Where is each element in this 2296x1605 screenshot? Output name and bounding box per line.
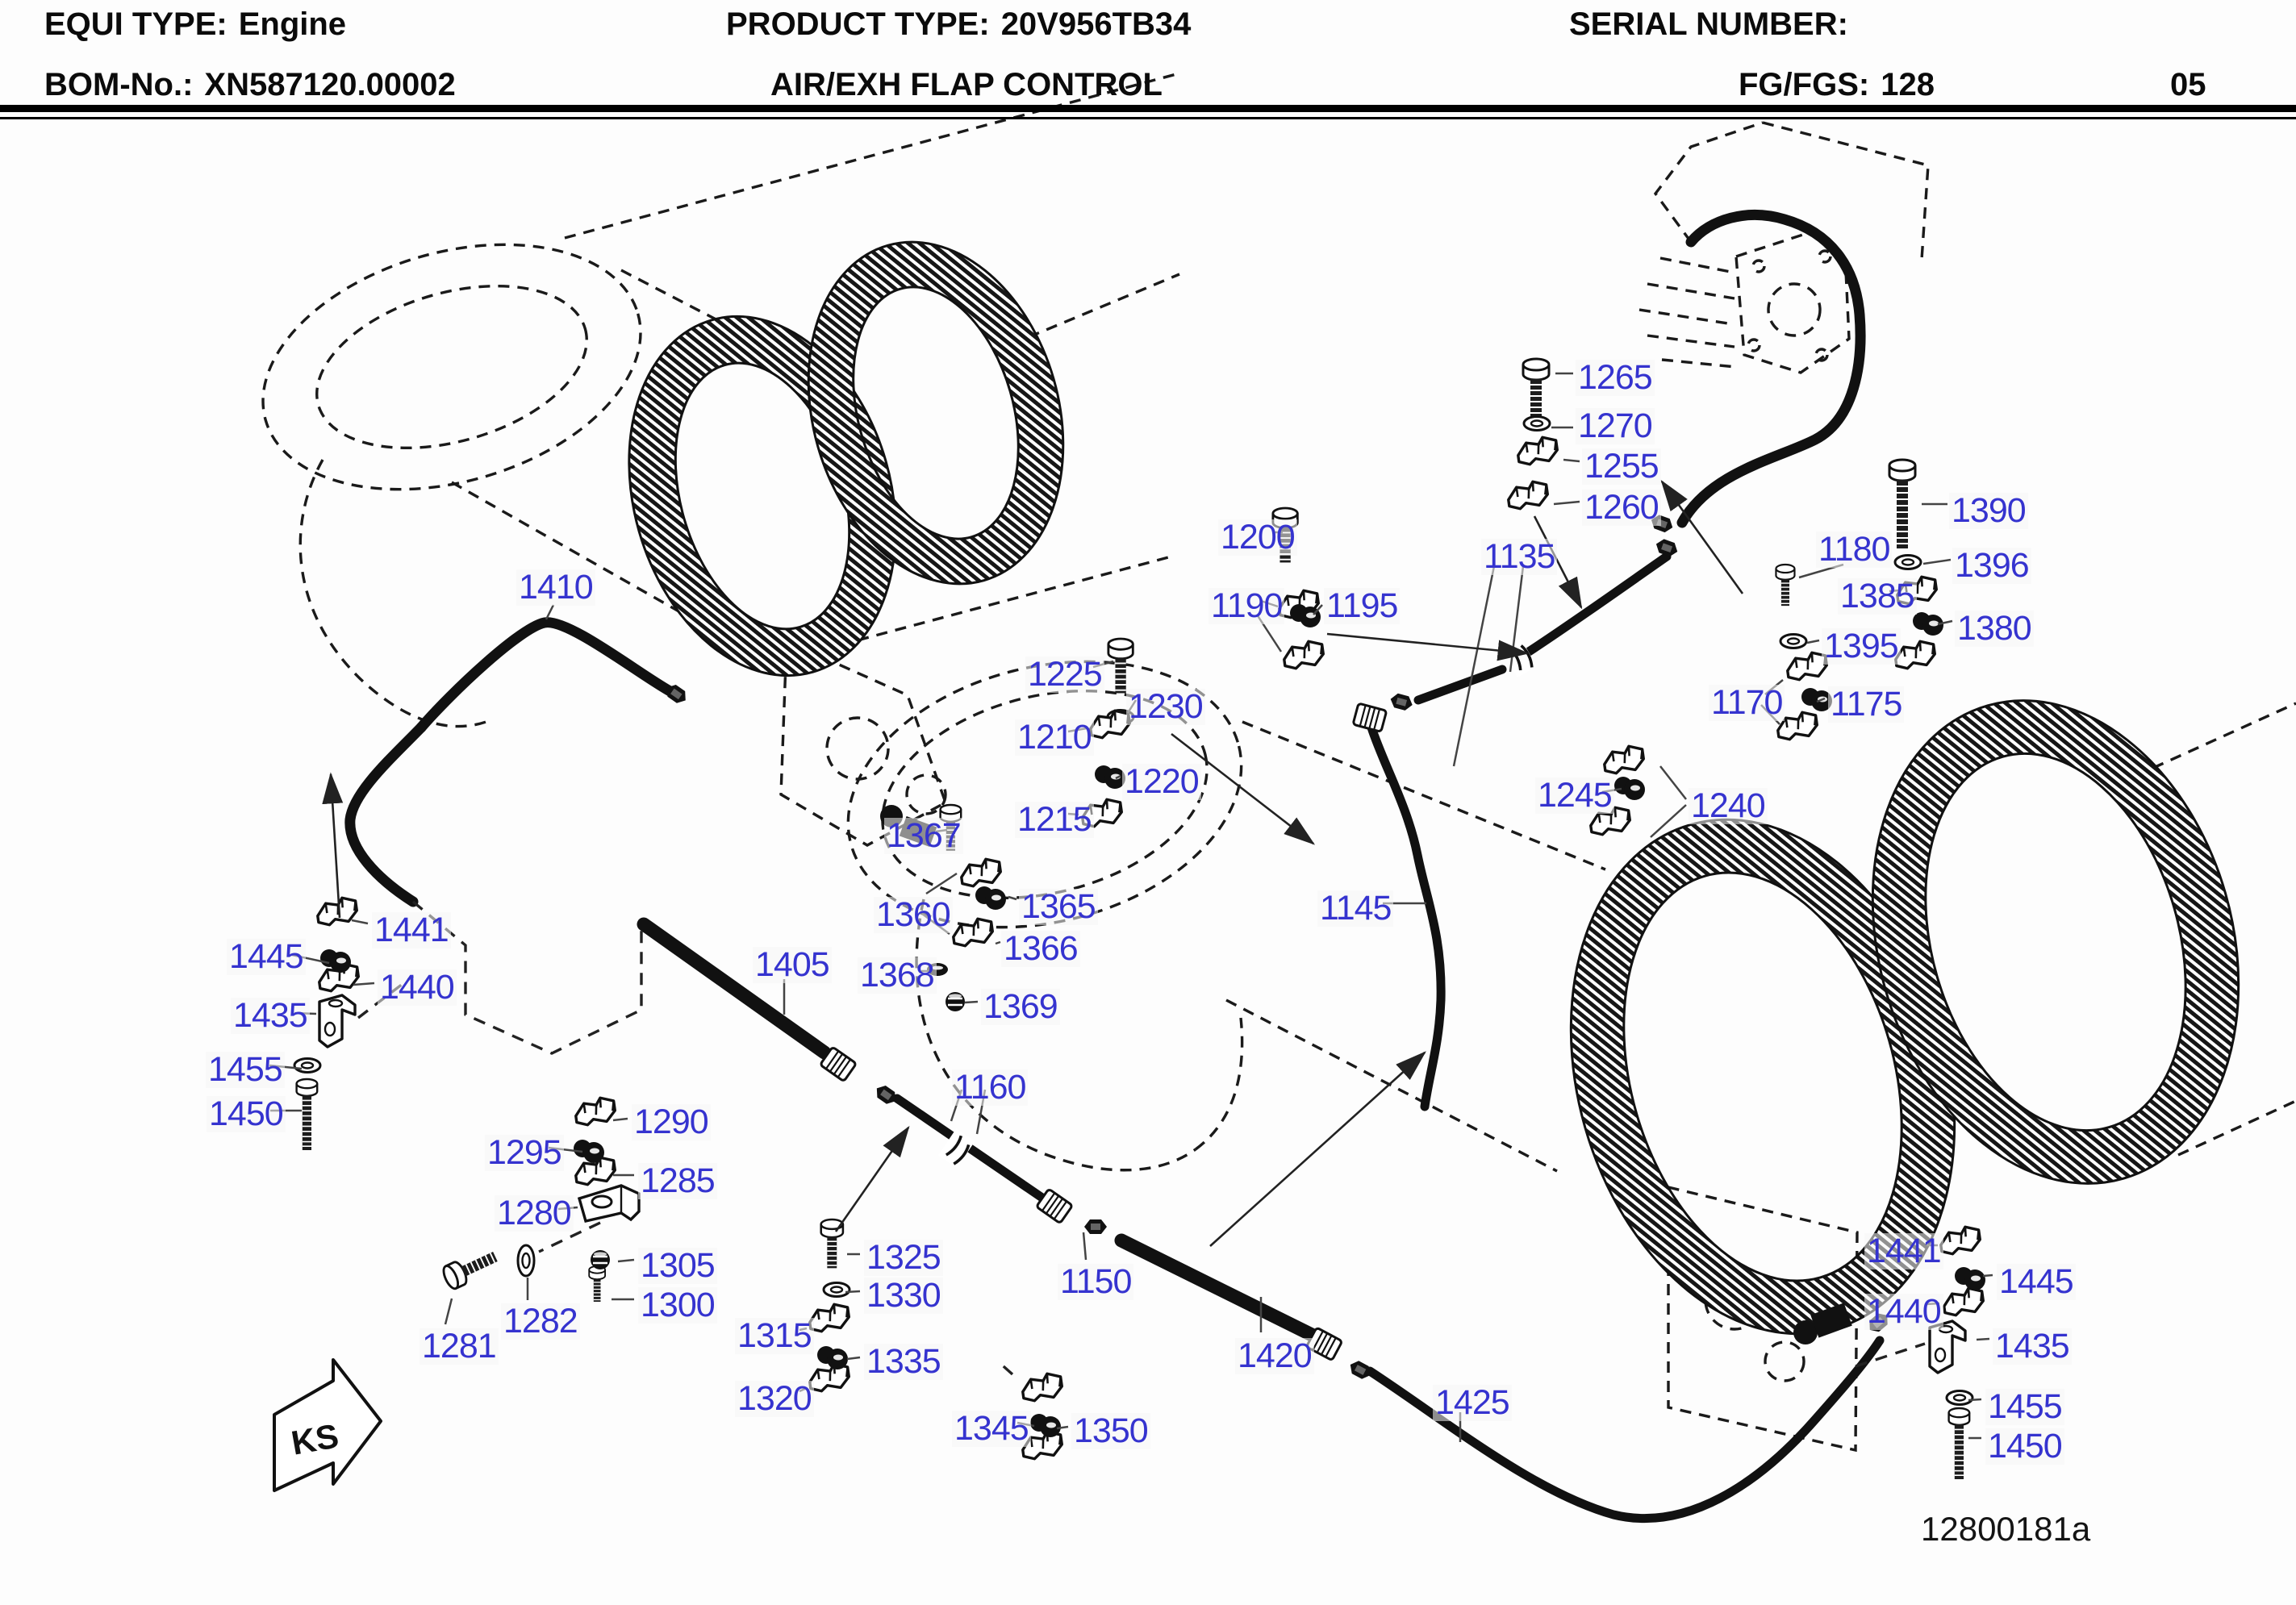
bolt-icon xyxy=(1775,563,1796,607)
bracket-icon xyxy=(318,994,357,1048)
pipe-flange-loop xyxy=(1676,210,1866,528)
bom-value: XN587120.00002 xyxy=(204,67,456,102)
product-type-label: PRODUCT TYPE: xyxy=(726,6,990,42)
ks-label: KS xyxy=(288,1416,341,1461)
bolt-icon xyxy=(588,1265,607,1303)
equi-type-field: EQUI TYPE: Engine xyxy=(44,6,346,43)
pipe-1160 xyxy=(892,1094,1055,1208)
bolt-icon xyxy=(939,803,962,853)
hose-1405 xyxy=(637,917,832,1060)
figure-number: 12800181a xyxy=(1921,1510,2091,1548)
grommet-icon xyxy=(320,949,351,973)
equi-type-value: Engine xyxy=(238,6,347,42)
clamp-icon xyxy=(572,1094,618,1128)
bolt-icon xyxy=(439,1244,502,1292)
serial-number-field: SERIAL NUMBER: xyxy=(1569,6,1860,43)
bolt-icon xyxy=(1522,357,1551,418)
fg-value: 128 xyxy=(1881,67,1935,102)
clamp-icon xyxy=(1280,638,1326,672)
grommet-icon xyxy=(975,886,1006,910)
sheet-number: 05 xyxy=(2170,67,2206,102)
clamp-icon xyxy=(1937,1224,1983,1257)
grommet-icon xyxy=(1030,1414,1061,1437)
washer-icon xyxy=(1945,1390,1974,1406)
ks-direction-marker: KS xyxy=(273,1358,382,1492)
header-rule-thin xyxy=(0,117,2296,119)
product-type-field: PRODUCT TYPE: 20V956TB34 xyxy=(726,6,1191,43)
nut-icon xyxy=(927,963,948,976)
grommet-icon xyxy=(1801,688,1832,711)
clamp-icon xyxy=(1019,1370,1065,1404)
serial-number-label: SERIAL NUMBER: xyxy=(1569,6,1848,42)
grommet-icon xyxy=(817,1346,848,1369)
page-title: AIR/EXH FLAP CONTROL xyxy=(770,67,1163,102)
pipes xyxy=(344,210,1885,1523)
washer-icon xyxy=(1893,554,1922,570)
product-type-value: 20V956TB34 xyxy=(1000,6,1192,42)
clamp-icon xyxy=(1505,478,1551,512)
fg-field: FG/FGS: 128 xyxy=(1739,67,1935,103)
bracket-icon xyxy=(578,1184,641,1223)
pipe-1425 xyxy=(1365,1336,1885,1523)
nut-icon xyxy=(589,1249,612,1271)
bolt-icon xyxy=(1947,1407,1971,1481)
clamp-icon xyxy=(950,915,996,949)
bom-field: BOM-No.: XN587120.00002 xyxy=(44,67,456,103)
clamp-icon xyxy=(1940,1285,1986,1319)
clamp-icon xyxy=(1892,638,1938,672)
pipe-1410 xyxy=(415,617,680,733)
pipe-1135-lower xyxy=(1367,665,1507,1111)
clamp-icon xyxy=(1784,649,1830,683)
bom-label: BOM-No.: xyxy=(44,67,194,102)
nut-icon xyxy=(944,990,966,1013)
fg-label: FG/FGS: xyxy=(1739,67,1870,102)
grommet-icon xyxy=(1955,1267,1985,1290)
clamp-icon xyxy=(806,1301,852,1335)
bracket-icon xyxy=(1928,1319,1967,1374)
washer-icon xyxy=(822,1282,851,1298)
clamp-icon xyxy=(314,894,360,928)
header-rule-thick xyxy=(0,105,2296,112)
clamp-icon xyxy=(1079,796,1125,830)
clamp-icon xyxy=(958,856,1004,890)
equi-type-label: EQUI TYPE: xyxy=(44,6,228,42)
bolt-icon xyxy=(295,1078,319,1152)
grommet-icon xyxy=(1095,765,1125,789)
hose-1420 xyxy=(1114,1233,1321,1343)
engine-line-art xyxy=(261,73,2296,1453)
washer-icon xyxy=(516,1244,536,1278)
bolt-icon xyxy=(1888,458,1917,550)
pipe-1410-drop xyxy=(344,722,427,907)
clamp-icon xyxy=(1601,743,1647,777)
pipe-1135-upper xyxy=(1524,552,1672,657)
clamp-icon xyxy=(1587,804,1633,838)
washer-icon xyxy=(1522,415,1551,431)
clamp-icon xyxy=(1893,573,1939,607)
washer-icon xyxy=(1779,633,1808,649)
clamp-icon xyxy=(1774,709,1820,743)
filter-hatched-bands xyxy=(628,240,2240,1336)
bolt-icon xyxy=(1271,507,1299,564)
pipe-break-icon xyxy=(1500,636,1538,679)
clamp-icon xyxy=(1514,434,1560,468)
washer-icon xyxy=(293,1057,322,1073)
